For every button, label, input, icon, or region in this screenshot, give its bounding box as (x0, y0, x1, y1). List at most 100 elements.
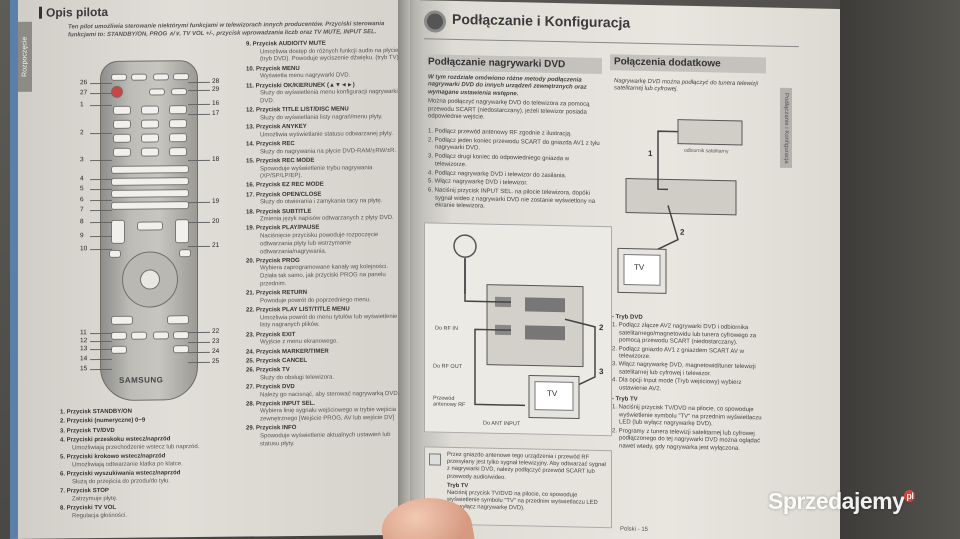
callout-leader (188, 341, 210, 344)
label-ant-input: Do ANT INPUT (483, 420, 521, 428)
callout-leader (188, 159, 210, 162)
right-page: Podłączanie i Konfiguracja Podłączanie n… (410, 0, 840, 539)
callout-leader (188, 89, 210, 92)
description-item-title: 1. Przycisk STANDBY/ON (60, 408, 132, 416)
description-item-text: Zatrzymuje płytę. (72, 495, 118, 503)
callout-leader (188, 351, 210, 354)
watermark-name: Sprzedajemy (768, 488, 905, 514)
tryb-dvd-step: 1. Podłącz złącze AV2 nagrywarki DVD i o… (612, 322, 757, 347)
description-item-text: Spowoduje wyświetlenie aktualnych ustawi… (260, 432, 391, 448)
right-page-title: Podłączanie i Konfiguracja (452, 10, 631, 31)
remote-ok-button (140, 269, 160, 290)
label-rf-out: Do RF OUT (433, 363, 463, 371)
remote-rec-button (131, 331, 147, 340)
remote-menu-button (109, 249, 121, 258)
description-item: 28. Przycisk INPUT SEL.Wybiera linię syg… (246, 400, 406, 425)
label-sat-2: 2 (680, 227, 685, 237)
callout-number: 24 (212, 347, 220, 355)
callout-number: 18 (212, 155, 220, 163)
callout-number: 8 (80, 218, 84, 226)
label-tv-2: TV (634, 262, 645, 272)
callout-leader (188, 245, 210, 248)
description-item-text: Umożliwia dostęp do różnych funkcji audi… (260, 47, 399, 63)
remote-key-4 (113, 119, 131, 129)
disc-icon (424, 10, 446, 33)
description-item-text: Umożliwia powrót do menu tytułów lub wyś… (260, 313, 398, 329)
remote-stop-row (111, 201, 189, 210)
remote-subtitle-key (169, 147, 187, 157)
remote-prog-rocker (175, 219, 189, 244)
callout-leader (188, 221, 210, 224)
callout-number: 22 (212, 327, 220, 335)
description-item-title: 16. Przycisk EZ REC MODE (246, 182, 324, 189)
book-spine-shadow (398, 0, 424, 539)
callout-number: 16 (212, 99, 220, 107)
remote-key-9 (169, 133, 187, 143)
tryb-tv-steps: 1. Naciśnij przycisk TV/DVD na pilocie, … (612, 405, 768, 454)
remote-cancel-button (173, 331, 189, 340)
remote-key-3 (169, 105, 187, 115)
dvd-recorder-shape (625, 178, 737, 216)
callout-number: 19 (212, 197, 220, 205)
callout-number: 26 (80, 79, 88, 87)
callout-number: 28 (212, 77, 220, 85)
scart-connection-diagram: Do RF IN Do RF OUT Przewód antenowy RF D… (424, 222, 612, 437)
callout-number: 1 (80, 101, 84, 109)
label-sat-1: 1 (648, 148, 653, 159)
callout-number: 27 (80, 89, 88, 97)
remote-title-list-button (111, 315, 133, 325)
description-item-text: Umożliwia wyświetlanie statusu odtwarzan… (260, 130, 393, 139)
remote-step-row (111, 177, 189, 186)
description-item-text: Należy go nacisnąć, aby sterować nagrywa… (260, 390, 400, 398)
description-item-text: Zmienia język napisów odtwarzanych z pły… (260, 215, 394, 223)
callout-leader (188, 113, 210, 116)
title-divider (424, 38, 799, 48)
left-side-tab: Rozpoczęcie (18, 21, 32, 92)
description-item-text: Wybiera linię sygnału wejściowego w tryb… (260, 407, 397, 423)
callout-leader (188, 361, 210, 364)
description-item-title: 3. Przycisk TV/DVD (60, 427, 115, 435)
remote-anykey-button (111, 331, 127, 340)
description-item: 24. Przycisk MARKER/TIMER (246, 347, 406, 356)
left-page-title: Opis pilota (46, 4, 109, 20)
label-antenna-cable: Przewód antenowy RF (433, 395, 466, 409)
description-item-text: Służą do przejścia do przodu/do tyłu. (72, 478, 171, 486)
connection-intro-text: Można podłączyć nagrywarkę DVD do telewi… (428, 98, 590, 121)
remote-key-6 (169, 119, 187, 129)
callout-number: 10 (80, 245, 88, 253)
callout-number: 6 (80, 196, 84, 204)
additional-intro: Nagrywarkę DVD można podłączyć do tunera… (614, 78, 759, 94)
description-item-text: Wybiera zaprogramowane kanały wg kolejno… (260, 264, 389, 288)
label-step-2: 2 (599, 322, 604, 333)
description-item-text: Wyświetla menu nagrywarki DVD. (260, 72, 351, 80)
description-item-text: Umożliwiają przechodzenie wstecz lub nap… (72, 443, 200, 452)
description-item-text: Służy do wyświetlenia menu konfiguracji … (260, 89, 398, 105)
callout-number: 5 (80, 185, 84, 193)
callout-number: 17 (212, 109, 220, 117)
remote-tvdvd-key (113, 147, 131, 157)
section-heading-connecting: Podłączanie nagrywarki DVD (424, 54, 602, 75)
description-item-title: 24. Przycisk MARKER/TIMER (246, 348, 329, 356)
callout-number: 23 (212, 337, 220, 345)
remote-brand-logo: SAMSUNG (119, 375, 164, 385)
description-item-text: Służy do wyświetlania listy nagrań/menu … (260, 113, 383, 122)
remote-key-2 (141, 105, 159, 115)
note-icon (429, 453, 441, 466)
callout-number: 3 (80, 156, 84, 164)
description-item-title: 25. Przycisk CANCEL (246, 357, 308, 365)
tryb-dvd-steps: 1. Podłącz złącze AV2 nagrywarki DVD i o… (612, 323, 768, 396)
remote-skip-row (111, 165, 189, 174)
callout-number: 12 (80, 337, 88, 345)
description-item-title: 2. Przyciski (numeryczne) 0~9 (60, 417, 146, 425)
description-item-text: Służy do obsługi telewizora. (260, 374, 335, 382)
satellite-connection-diagram: Nagrywarkę DVD można podłączyć do tunera… (608, 78, 768, 315)
